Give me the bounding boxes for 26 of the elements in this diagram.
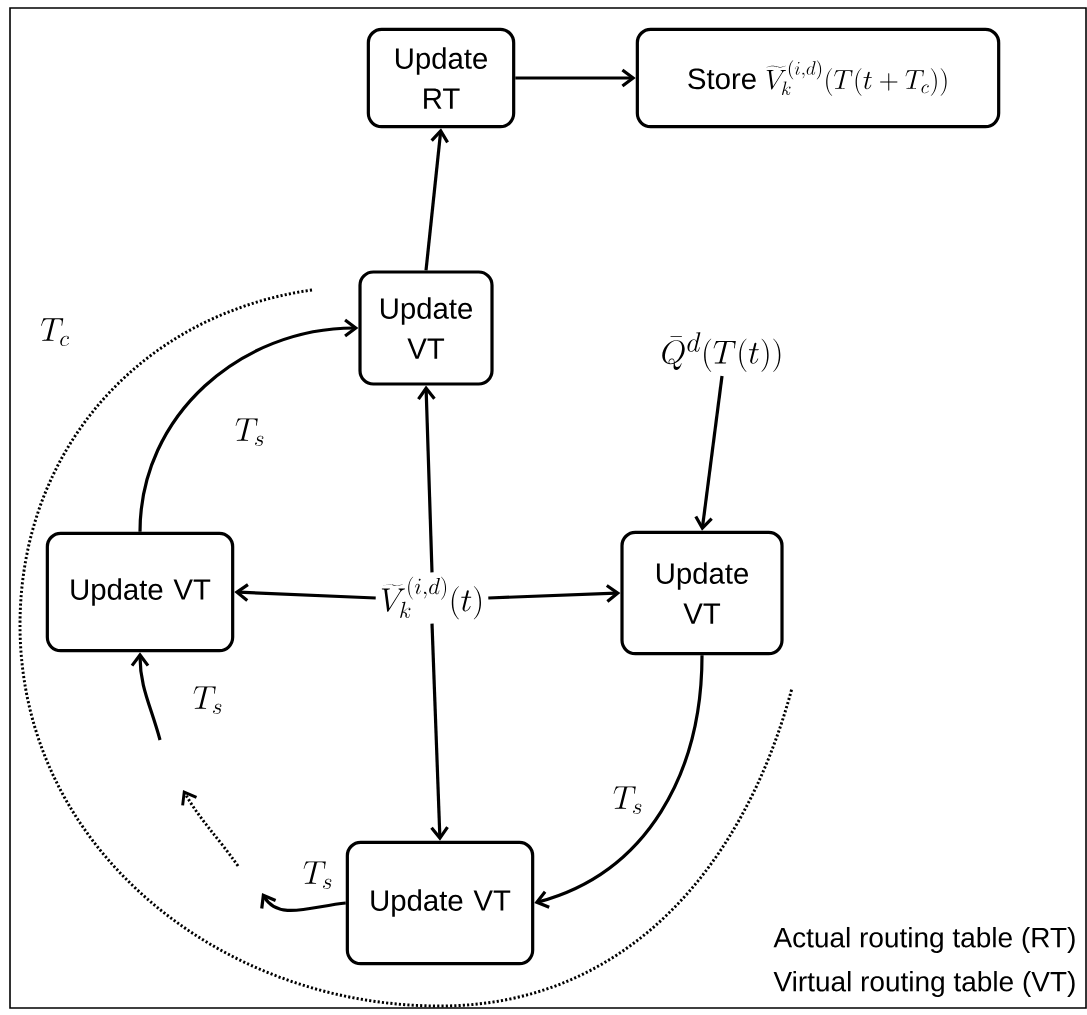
arrow bbox=[488, 584, 621, 603]
arrow bbox=[130, 652, 162, 741]
process-box: Update VT bbox=[345, 840, 535, 966]
legend-text: Virtual routing table (VT) bbox=[773, 970, 1075, 998]
edge-label: $T_s$ bbox=[235, 418, 264, 447]
process-box: Store $\widetilde{V}_k^{(i,d)}(T(t+T_c))$ bbox=[635, 27, 1001, 129]
process-box: Update RT bbox=[366, 27, 516, 129]
arrow bbox=[234, 583, 376, 602]
arrow bbox=[417, 385, 436, 573]
formula: $\bar{Q}^d(T(t))$ bbox=[662, 332, 781, 372]
arrow bbox=[138, 318, 359, 532]
edge-label: $T_s$ bbox=[613, 786, 642, 815]
process-box: Update VT bbox=[45, 531, 235, 653]
arrow bbox=[534, 655, 704, 909]
edge-label: $T_s$ bbox=[303, 861, 332, 890]
arrow bbox=[430, 623, 449, 841]
formula: $\widetilde{V}_k^{(i,d)}(t)$ bbox=[381, 576, 481, 620]
arrow bbox=[260, 893, 346, 913]
formula-label: $T_c$ bbox=[41, 318, 69, 347]
process-box: Update VT bbox=[358, 270, 494, 386]
edge-label: $T_s$ bbox=[193, 686, 222, 715]
legend-text: Actual routing table (RT) bbox=[773, 926, 1075, 954]
arrow bbox=[515, 68, 636, 88]
arrow bbox=[424, 128, 449, 271]
arrow bbox=[694, 375, 724, 531]
process-box: Update VT bbox=[620, 530, 784, 656]
